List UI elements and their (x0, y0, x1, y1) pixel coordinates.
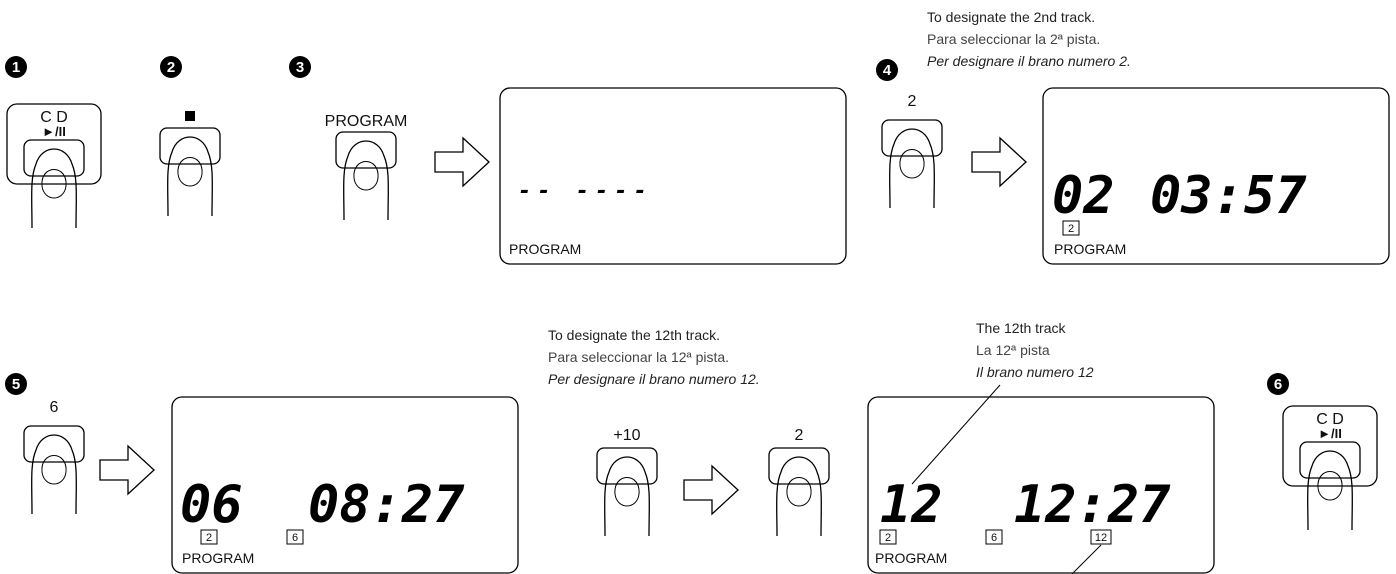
callout-leader-line-2 (1071, 544, 1102, 574)
svg-text:3: 3 (296, 59, 304, 76)
svg-text:Para seleccionar la 2ª pista.: Para seleccionar la 2ª pista. (927, 31, 1100, 47)
lcd-display-4: 12 12:27 2 6 12 PROGRAM (867, 396, 1215, 574)
svg-text:2: 2 (795, 427, 804, 444)
step-4-marker: 4 (876, 59, 898, 81)
svg-text:12: 12 (1095, 532, 1107, 544)
svg-text:-- ----: -- ---- (518, 179, 653, 204)
plus-10-button[interactable]: +10 (596, 427, 658, 537)
note-designate-12th-track: To designate the 12th track. Para selecc… (548, 327, 760, 387)
arrow-right-icon (971, 137, 1027, 187)
svg-text:+10: +10 (613, 427, 640, 444)
arrow-right-icon (434, 137, 490, 187)
svg-text:2: 2 (885, 532, 891, 544)
svg-text:08:27: 08:27 (308, 475, 465, 535)
svg-text:5: 5 (12, 376, 20, 393)
note-designate-2nd-track: To designate the 2nd track. Para selecci… (927, 9, 1131, 69)
svg-text:2: 2 (206, 532, 212, 544)
svg-text:6: 6 (50, 399, 59, 416)
svg-text:Per designare il brano numero: Per designare il brano numero 2. (927, 53, 1131, 69)
svg-text:06: 06 (180, 475, 243, 535)
number-2-button[interactable]: 2 (881, 93, 943, 209)
lcd-display-2: 02 03:57 2 PROGRAM (1042, 87, 1390, 265)
svg-text:2: 2 (908, 93, 917, 110)
stop-icon (185, 111, 195, 121)
svg-text:6: 6 (1274, 376, 1282, 393)
svg-text:To designate the 12th track.: To designate the 12th track. (548, 327, 720, 343)
svg-text:PROGRAM: PROGRAM (182, 550, 254, 566)
step-1-marker: 1 (5, 56, 27, 78)
step-2-marker: 2 (160, 56, 182, 78)
svg-text:►/II: ►/II (1318, 426, 1342, 441)
svg-text:2: 2 (167, 59, 175, 76)
svg-text:Per designare il brano numero: Per designare il brano numero 12. (548, 371, 760, 387)
stop-button[interactable] (159, 111, 221, 217)
lcd-display-1: -- ---- PROGRAM (499, 87, 847, 265)
svg-text:12: 12 (880, 475, 943, 535)
svg-text:03:57: 03:57 (1150, 166, 1307, 226)
step-5-marker: 5 (5, 373, 27, 395)
svg-text:La 12ª pista: La 12ª pista (976, 342, 1050, 358)
lcd-display-3: 06 08:27 2 6 PROGRAM (171, 396, 519, 574)
svg-text:02: 02 (1052, 166, 1115, 226)
callout-leader-line (911, 384, 1001, 485)
svg-text:To designate the 2nd track.: To designate the 2nd track. (927, 9, 1095, 25)
svg-text:The 12th track: The 12th track (976, 320, 1066, 336)
step-3-marker: 3 (289, 56, 311, 78)
svg-text:6: 6 (991, 532, 997, 544)
svg-text:6: 6 (292, 532, 298, 544)
svg-text:12:27: 12:27 (1014, 475, 1171, 535)
svg-text:C D: C D (40, 109, 68, 126)
svg-text:PROGRAM: PROGRAM (509, 241, 581, 257)
callout-12th-track: The 12th track La 12ª pista Il brano num… (911, 320, 1094, 485)
svg-text:PROGRAM: PROGRAM (875, 550, 947, 566)
arrow-right-icon (99, 445, 155, 495)
svg-text:2: 2 (1068, 223, 1074, 235)
cd-play-pause-button-1[interactable]: C D ►/II (6, 103, 102, 229)
svg-text:PROGRAM: PROGRAM (1054, 241, 1126, 257)
number-2-button-second[interactable]: 2 (768, 427, 830, 537)
cd-play-pause-button-2[interactable]: C D ►/II (1282, 405, 1378, 531)
number-6-button[interactable]: 6 (23, 399, 85, 515)
svg-text:1: 1 (12, 59, 20, 76)
svg-text:Il brano numero 12: Il brano numero 12 (976, 364, 1094, 380)
svg-text:PROGRAM: PROGRAM (325, 113, 408, 130)
svg-text:►/II: ►/II (42, 124, 66, 139)
svg-text:4: 4 (883, 62, 892, 79)
svg-text:C D: C D (1316, 411, 1344, 428)
program-button[interactable]: PROGRAM (325, 113, 408, 221)
step-6-marker: 6 (1267, 373, 1289, 395)
svg-text:Para seleccionar la 12ª pista.: Para seleccionar la 12ª pista. (548, 349, 729, 365)
arrow-right-icon (683, 465, 739, 515)
